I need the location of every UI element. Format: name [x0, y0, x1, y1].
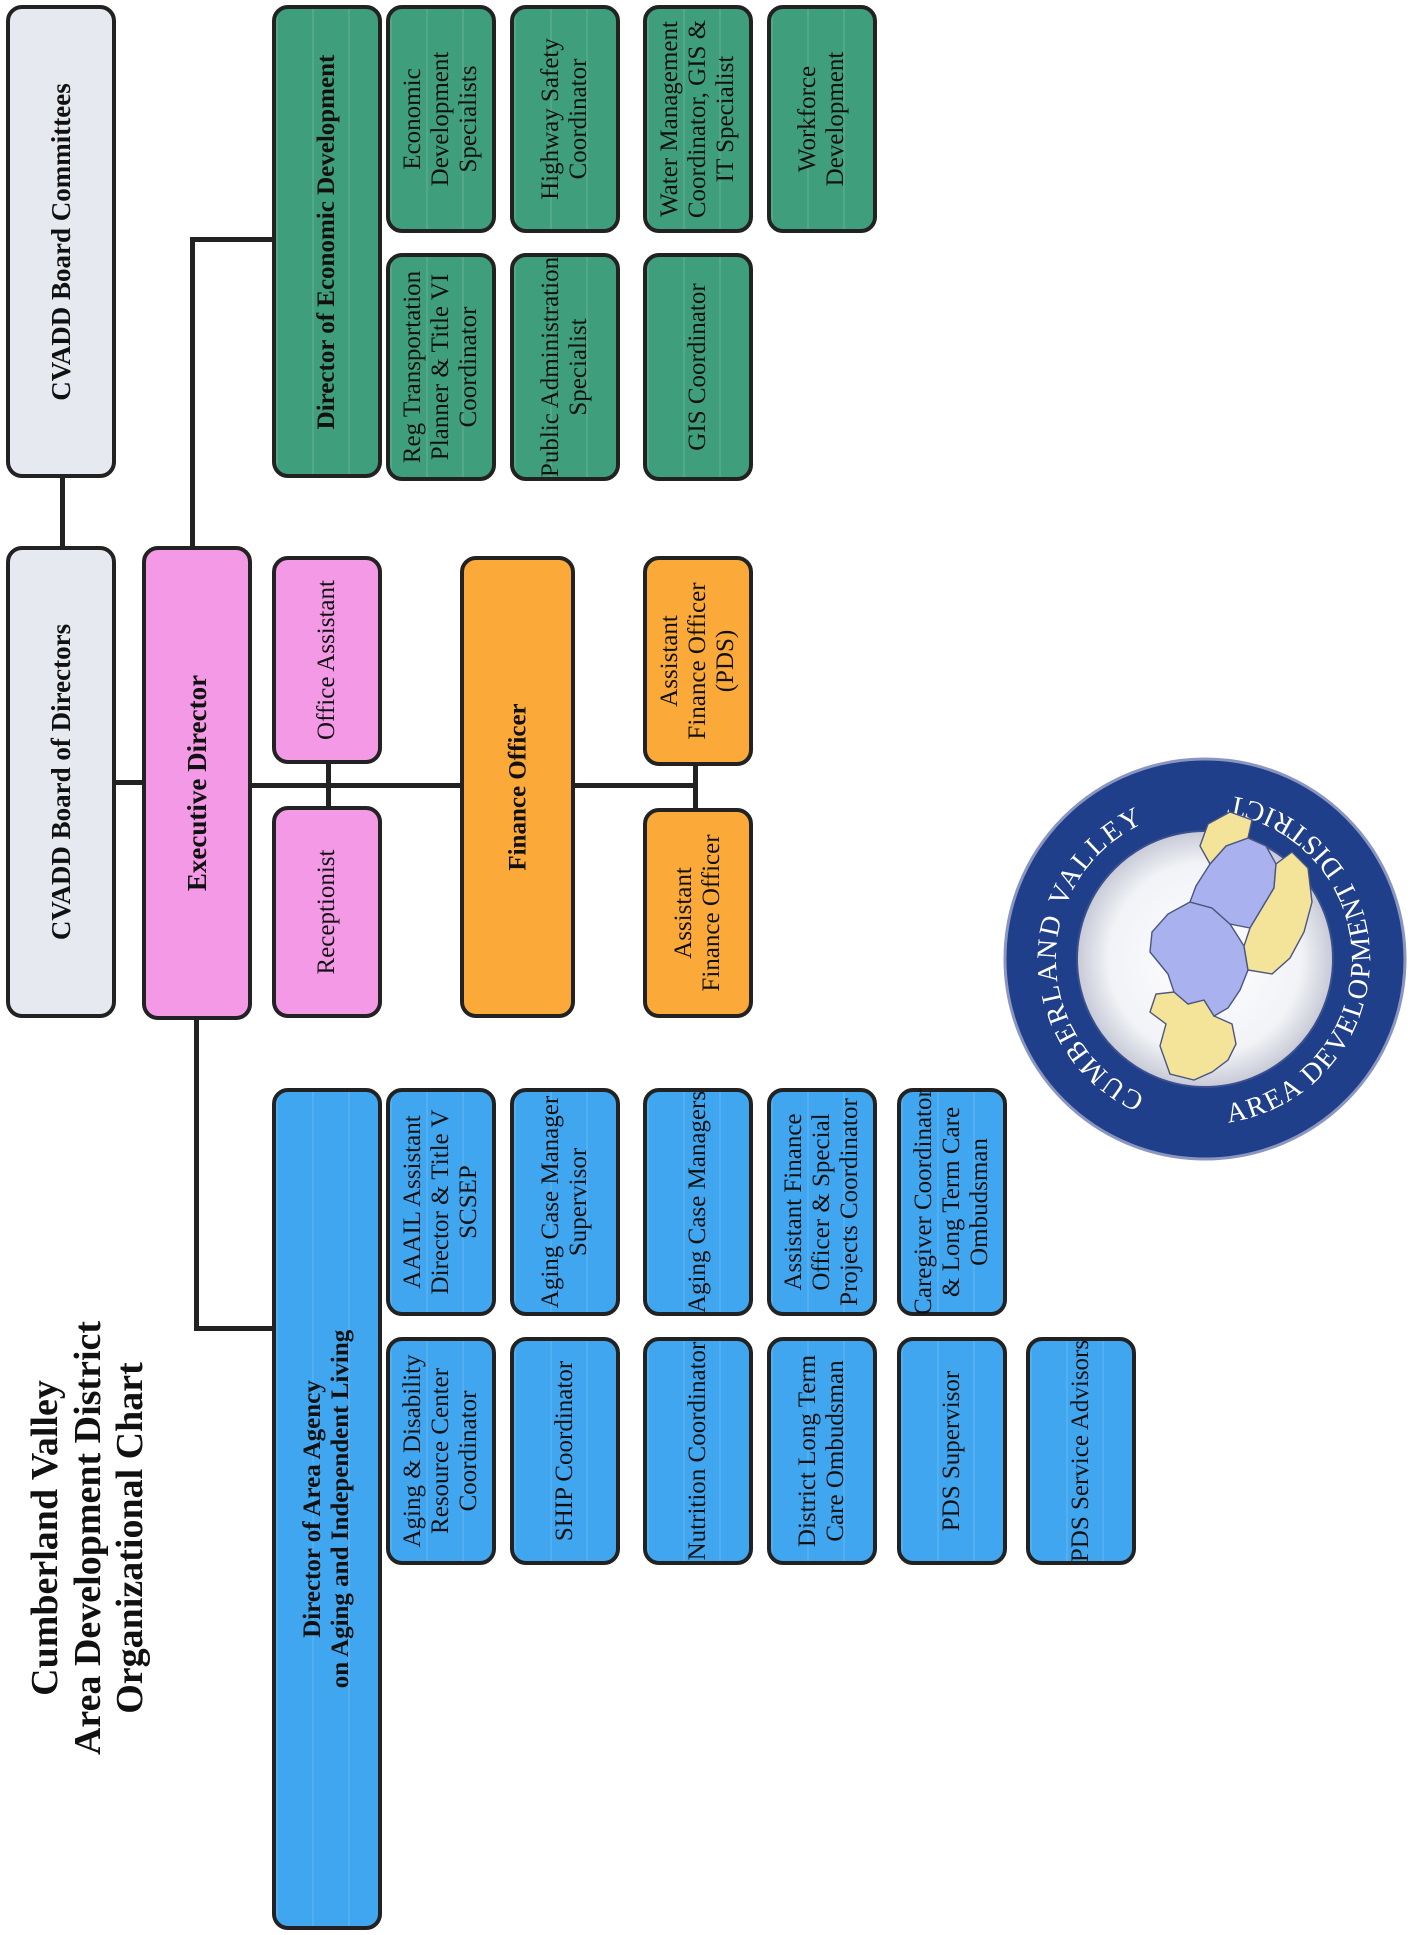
map-south-counties [1243, 851, 1313, 975]
econ-staff-label: Reg Transportation Planner & Title VI Co… [399, 270, 482, 464]
board-of-directors-label: CVADD Board of Directors [45, 623, 76, 941]
econ-staff-label: Economic Development Specialists [399, 51, 482, 187]
aging-staff-box: Caregiver Coordinator & Long Term Care O… [897, 1088, 1007, 1316]
aging-staff-label: PDS Service Advisors [1067, 1339, 1094, 1563]
aging-director-label: Director of Area Agency on Aging and Ind… [299, 1329, 354, 1689]
econ-staff-label: Workforce Development [794, 51, 849, 187]
connector-assistants-v [693, 766, 698, 810]
connector-board-committees [60, 478, 65, 546]
aging-staff-box: PDS Supervisor [897, 1337, 1007, 1565]
map-northeast-counties [1199, 811, 1253, 866]
econ-staff-label: Water Management Coordinator, GIS & IT S… [656, 19, 739, 219]
receptionist-label: Receptionist [313, 849, 340, 975]
connector-exec-finance [250, 783, 462, 788]
econ-staff-box: Highway Safety Coordinator [510, 5, 620, 233]
econ-staff-label: Highway Safety Coordinator [537, 38, 592, 200]
aging-staff-label: Aging & Disability Resource Center Coord… [399, 1354, 482, 1548]
connector-board-exec [114, 780, 146, 785]
aging-staff-box: Nutrition Coordinator [643, 1337, 753, 1565]
aging-staff-label: PDS Supervisor [938, 1370, 965, 1532]
connector-exec-aging-h [194, 1326, 276, 1331]
econ-staff-box: GIS Coordinator [643, 253, 753, 481]
assistant-finance-pds-label: Assistant Finance Officer (PDS) [656, 582, 739, 740]
assistant-finance-label: Assistant Finance Officer [670, 834, 725, 992]
econ-staff-box: Public Administration Specialist [510, 253, 620, 481]
econ-staff-label: GIS Coordinator [684, 283, 711, 451]
aging-staff-label: Aging Case Managers [684, 1090, 711, 1314]
economic-director-box: Director of Economic Development [272, 5, 382, 478]
finance-officer-box: Finance Officer [460, 556, 575, 1018]
board-committees-label: CVADD Board Committees [45, 82, 76, 401]
connector-exec-econ-h [190, 237, 276, 242]
aging-staff-box: PDS Service Advisors [1026, 1337, 1136, 1565]
aging-staff-box: Aging Case Managers [643, 1088, 753, 1316]
aging-staff-box: Aging Case Manager Supervisor [510, 1088, 620, 1316]
aging-staff-label: Caregiver Coordinator & Long Term Care O… [910, 1089, 993, 1315]
aging-staff-label: AAAIL Assistant Director & Title V SCSEP [399, 1109, 482, 1295]
aging-staff-label: Aging Case Manager Supervisor [537, 1095, 592, 1309]
board-committees-box: CVADD Board Committees [6, 5, 116, 478]
assistant-finance-pds-box: Assistant Finance Officer (PDS) [643, 556, 753, 766]
executive-director-box: Executive Director [142, 546, 252, 1020]
aging-staff-box: Assistant Finance Officer & Special Proj… [767, 1088, 877, 1316]
aging-staff-label: Nutrition Coordinator [684, 1341, 711, 1561]
connector-finance-assistants [573, 783, 695, 788]
econ-staff-label: Public Administration Specialist [537, 256, 592, 478]
district-map-graphic [1149, 811, 1313, 1081]
econ-staff-box: Workforce Development [767, 5, 877, 233]
assistant-finance-box: Assistant Finance Officer [643, 808, 753, 1018]
executive-director-label: Executive Director [181, 674, 212, 892]
connector-office-reception [326, 762, 331, 808]
office-assistant-box: Office Assistant [272, 556, 382, 764]
aging-staff-label: District Long Term Care Ombudsman [794, 1354, 849, 1548]
aging-staff-box: Aging & Disability Resource Center Coord… [386, 1337, 496, 1565]
econ-staff-box: Economic Development Specialists [386, 5, 496, 233]
aging-staff-box: District Long Term Care Ombudsman [767, 1337, 877, 1565]
aging-staff-box: SHIP Coordinator [510, 1337, 620, 1565]
economic-director-label: Director of Economic Development [313, 54, 340, 429]
office-assistant-label: Office Assistant [313, 580, 340, 740]
connector-exec-econ-v [190, 237, 195, 546]
aging-staff-label: SHIP Coordinator [551, 1360, 578, 1542]
aging-staff-label: Assistant Finance Officer & Special Proj… [780, 1098, 863, 1306]
finance-officer-label: Finance Officer [503, 703, 531, 871]
district-seal-logo: CUMBERLAND VALLEY AREA DEVELOPMENT DISTR… [1003, 757, 1407, 1161]
econ-staff-box: Water Management Coordinator, GIS & IT S… [643, 5, 753, 233]
aging-director-box: Director of Area Agency on Aging and Ind… [272, 1088, 382, 1930]
econ-staff-box: Reg Transportation Planner & Title VI Co… [386, 253, 496, 481]
receptionist-box: Receptionist [272, 806, 382, 1018]
connector-exec-aging-v [194, 1018, 199, 1330]
aging-staff-box: AAAIL Assistant Director & Title V SCSEP [386, 1088, 496, 1316]
chart-title: Cumberland Valley Area Development Distr… [24, 1320, 152, 1756]
board-of-directors-box: CVADD Board of Directors [6, 546, 116, 1018]
